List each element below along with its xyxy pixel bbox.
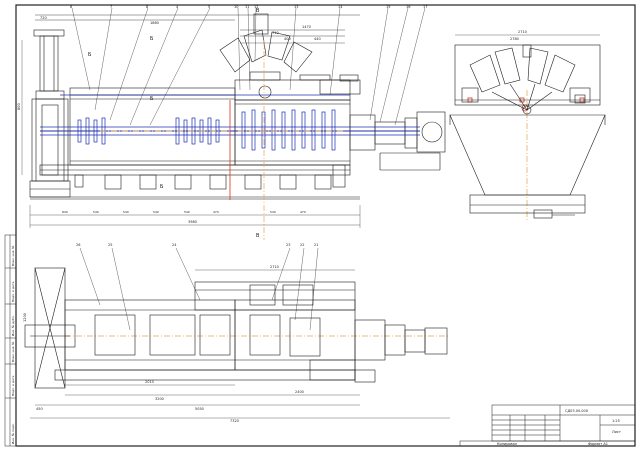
dim-plan-2010: 2010 — [145, 380, 154, 384]
section-b-2: Б — [150, 96, 154, 102]
spacing-7: 470 — [300, 210, 306, 214]
dim-3980: 3980 — [188, 220, 197, 224]
dim-710: 710 — [272, 31, 279, 35]
dim-plan-1200: 1200 — [23, 313, 27, 322]
front-view — [29, 13, 446, 200]
left-margin-strip — [4, 234, 17, 447]
section-b-4: Б — [88, 52, 92, 58]
callout-plan-3: 23 — [286, 243, 290, 247]
spacing-dims: 840 540 540 540 540 470 540 470 — [62, 210, 306, 214]
support-legs — [74, 164, 346, 190]
callout-top-10: 15 — [386, 5, 390, 9]
callout-leaders-plan — [79, 247, 319, 331]
callout-top-8: 13 — [294, 5, 298, 9]
callout-top-7: 12 — [254, 5, 258, 9]
spacing-3: 540 — [153, 210, 159, 214]
callout-top-0: 6 — [70, 5, 72, 9]
callout-top-5: 10 — [234, 5, 238, 9]
margin-label-5: Подп. и дата — [11, 375, 15, 396]
title-sheet-label: Лист — [612, 430, 621, 434]
plan-view — [24, 267, 448, 389]
centerlines — [65, 40, 528, 337]
dim-side-2710: 2710 — [518, 30, 527, 34]
spacing-6: 540 — [270, 210, 276, 214]
title-scale: 1:25 — [612, 419, 620, 423]
section-v-2: В — [256, 8, 260, 14]
callout-top-12: 17 — [423, 5, 427, 9]
dim-plan-3200: 3200 — [155, 397, 164, 401]
callout-top-2: 8 — [146, 5, 148, 9]
section-b-3: Б — [160, 184, 164, 190]
callout-leaders-top — [71, 7, 426, 126]
margin-label-4: Взам. инв. № — [11, 342, 15, 362]
margin-label-6: Инв. № подл. — [11, 423, 15, 444]
title-block — [459, 404, 636, 447]
side-section-view — [449, 34, 606, 219]
dim-plan-7320: 7320 — [230, 419, 239, 423]
margin-label-3: Инв. № дубл. — [11, 315, 15, 336]
spacing-5: 470 — [213, 210, 219, 214]
callout-top-3: 4 — [176, 5, 179, 9]
dim-plan-2710: 2710 — [270, 265, 279, 269]
margin-label-1: Взам. инв. № — [11, 246, 15, 266]
callout-plan-5: 21 — [314, 243, 318, 247]
dim-720: 720 — [40, 16, 47, 20]
dimension-lines-top — [21, 40, 361, 228]
callout-top-1: 7 — [110, 5, 112, 9]
dim-plan-2400: 2400 — [295, 390, 304, 394]
sheet-border — [15, 4, 636, 447]
angled-hoppers — [219, 13, 313, 73]
title-copy-label: Копировал — [497, 442, 517, 446]
callout-top-4: 5 — [208, 5, 210, 9]
dim-plan-450: 450 — [36, 407, 43, 411]
spacing-1: 540 — [93, 210, 99, 214]
callout-top-9: 14 — [338, 5, 343, 9]
dim-800: 800 — [17, 103, 21, 110]
title-doc-code: СД03.00.000 — [565, 409, 588, 413]
dim-1470: 1470 — [302, 25, 311, 29]
margin-label-2: Подп. и дата — [11, 281, 15, 302]
callout-plan-2: 24 — [172, 243, 177, 247]
dim-2780: 2780 — [510, 37, 519, 41]
callout-top-11: 16 — [406, 5, 410, 9]
dim-plan-5050: 5050 — [195, 407, 204, 411]
section-v-1: В — [256, 233, 260, 239]
spacing-0: 840 — [62, 210, 68, 214]
callout-plan-1: 25 — [108, 243, 112, 247]
spacing-4: 540 — [184, 210, 190, 214]
section-b-1: Б — [150, 36, 154, 42]
callout-top-6: 11 — [245, 5, 249, 9]
spacing-2: 540 — [123, 210, 129, 214]
dim-400: 400 — [284, 37, 291, 41]
title-format-label: Формат А1 — [588, 442, 608, 446]
callout-plan-4: 22 — [300, 243, 304, 247]
dim-440: 440 — [314, 37, 321, 41]
callout-plan-0: 26 — [76, 243, 80, 247]
dim-1860: 1860 — [150, 21, 159, 25]
dimension-lines-plan — [30, 269, 450, 419]
